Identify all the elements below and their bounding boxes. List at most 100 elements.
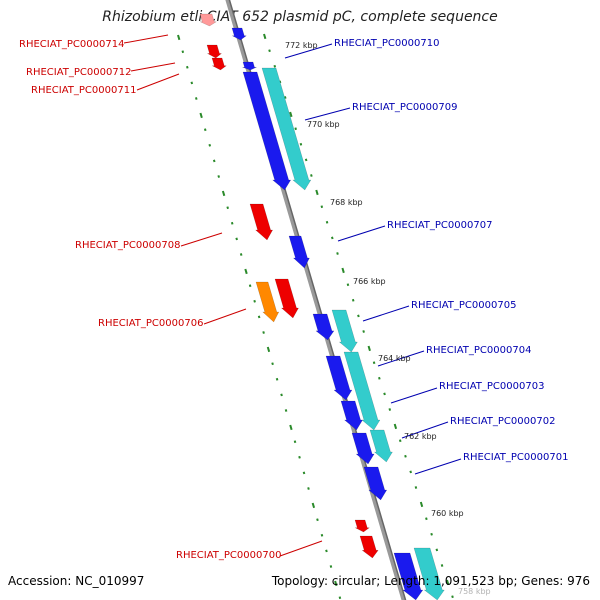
- label-leader-line: [123, 34, 169, 44]
- forward-gene-arrow: [351, 432, 375, 465]
- outer-tick: [425, 517, 428, 521]
- label-leader-line: [284, 43, 333, 59]
- outer-tick: [346, 283, 350, 287]
- inner-tick: [181, 50, 185, 54]
- inner-tick: [289, 424, 293, 431]
- gene-label-left[interactable]: RHECIAT_PC0000711: [31, 85, 136, 96]
- inner-tick: [307, 487, 310, 490]
- inner-tick: [253, 299, 256, 303]
- forward-gene-arrow: [231, 27, 248, 41]
- forward-gene-arrow: [363, 466, 388, 501]
- inner-tick: [248, 284, 252, 288]
- forward-gene-arrow: [312, 313, 335, 341]
- gene-label-left[interactable]: RHECIAT_PC0000708: [75, 240, 180, 251]
- outer-tick: [310, 174, 313, 177]
- outer-tick: [351, 298, 355, 302]
- gene-label-left[interactable]: RHECIAT_PC0000712: [26, 67, 131, 78]
- cds-feature-strip: [331, 309, 358, 353]
- label-leader-line: [279, 540, 323, 557]
- outer-tick: [404, 454, 407, 458]
- inner-tick: [199, 112, 203, 119]
- gene-features: [199, 13, 445, 600]
- inner-tick: [190, 81, 194, 85]
- inner-tick: [266, 346, 271, 353]
- reverse-gene-arrow: [206, 44, 223, 59]
- outer-tick: [299, 142, 303, 146]
- label-leader-line: [203, 308, 247, 325]
- gene-label-right[interactable]: RHECIAT_PC0000703: [439, 381, 544, 392]
- cds-feature-strip: [343, 351, 381, 431]
- forward-gene-arrow: [288, 235, 310, 269]
- forward-gene-arrow: [242, 71, 292, 191]
- gene-labels: RHECIAT_PC0000714 RHECIAT_PC0000712 RHEC…: [19, 38, 568, 596]
- outer-tick: [446, 579, 450, 586]
- outer-tick: [289, 111, 293, 118]
- inner-tick: [320, 533, 324, 537]
- rna-gene-arrow: [255, 281, 280, 323]
- inner-tick: [194, 97, 198, 100]
- inner-tick: [203, 128, 207, 132]
- inner-tick: [235, 237, 238, 241]
- gene-label-right[interactable]: RHECIAT_PC0000707: [387, 220, 492, 231]
- outer-tick: [367, 345, 371, 352]
- inner-tick: [298, 455, 301, 459]
- outer-tick: [263, 33, 267, 40]
- kbp-tick-label: 764 kbp: [378, 354, 411, 363]
- outer-tick: [409, 470, 412, 474]
- kbp-tick-label: 768 kbp: [330, 198, 363, 207]
- gene-label-left[interactable]: RHECIAT_PC0000706: [98, 318, 203, 329]
- gene-label-right[interactable]: RHECIAT_PC0000704: [426, 345, 531, 356]
- outer-tick: [430, 532, 433, 536]
- kbp-tick-label: 760 kbp: [431, 509, 464, 518]
- outer-tick: [378, 376, 381, 380]
- outer-tick: [341, 267, 345, 274]
- label-leader-line: [337, 225, 386, 242]
- gene-label-right[interactable]: RHECIAT_PC0000702: [450, 416, 555, 427]
- outer-tick: [393, 423, 398, 430]
- inner-tick: [226, 206, 229, 210]
- outer-tick: [398, 439, 402, 443]
- gene-label-right[interactable]: RHECIAT_PC0000709: [352, 102, 457, 113]
- inner-tick: [325, 549, 328, 553]
- inner-tick: [293, 440, 297, 444]
- inner-tick: [311, 502, 316, 509]
- inner-tick: [329, 565, 333, 568]
- inner-tick: [186, 65, 189, 69]
- outer-tick: [320, 205, 324, 209]
- inner-tick: [257, 315, 261, 319]
- outer-tick: [268, 49, 271, 53]
- forward-gene-arrow: [325, 355, 353, 401]
- map-title: Rhizobium etli CIAT 652 plasmid pC, comp…: [102, 9, 498, 25]
- forward-gene-arrow: [340, 400, 364, 431]
- gene-label-left[interactable]: RHECIAT_PC0000700: [176, 550, 281, 561]
- outer-tick: [336, 252, 339, 255]
- outer-tick: [419, 501, 424, 508]
- inner-tick: [217, 175, 221, 178]
- outer-tick: [451, 595, 454, 599]
- inner-tick: [262, 331, 265, 334]
- reverse-gene-arrow: [249, 203, 274, 241]
- outer-tick: [315, 189, 319, 196]
- outer-tick: [357, 314, 360, 318]
- gene-label-left[interactable]: RHECIAT_PC0000714: [19, 39, 124, 50]
- forward-gene-arrow: [242, 61, 257, 71]
- outer-tick: [435, 548, 439, 552]
- reverse-gene-arrow: [359, 535, 379, 559]
- inner-tick: [244, 268, 248, 275]
- gene-label-right[interactable]: RHECIAT_PC0000705: [411, 300, 516, 311]
- label-leader-line: [362, 305, 410, 322]
- gene-label-right[interactable]: RHECIAT_PC0000710: [334, 38, 439, 49]
- outer-tick: [440, 564, 444, 567]
- label-leader-line: [136, 73, 180, 91]
- inner-tick: [212, 159, 216, 163]
- inner-tick: [338, 596, 342, 600]
- outer-tick: [331, 236, 334, 240]
- outer-tick: [325, 220, 329, 224]
- inner-tick: [221, 190, 226, 197]
- inner-tick: [302, 471, 306, 475]
- inner-tick: [239, 253, 243, 256]
- genome-summary-text: Topology: circular; Length: 1,091,523 bp…: [271, 574, 590, 588]
- gene-label-right[interactable]: RHECIAT_PC0000701: [463, 452, 568, 463]
- inner-tick: [275, 377, 279, 381]
